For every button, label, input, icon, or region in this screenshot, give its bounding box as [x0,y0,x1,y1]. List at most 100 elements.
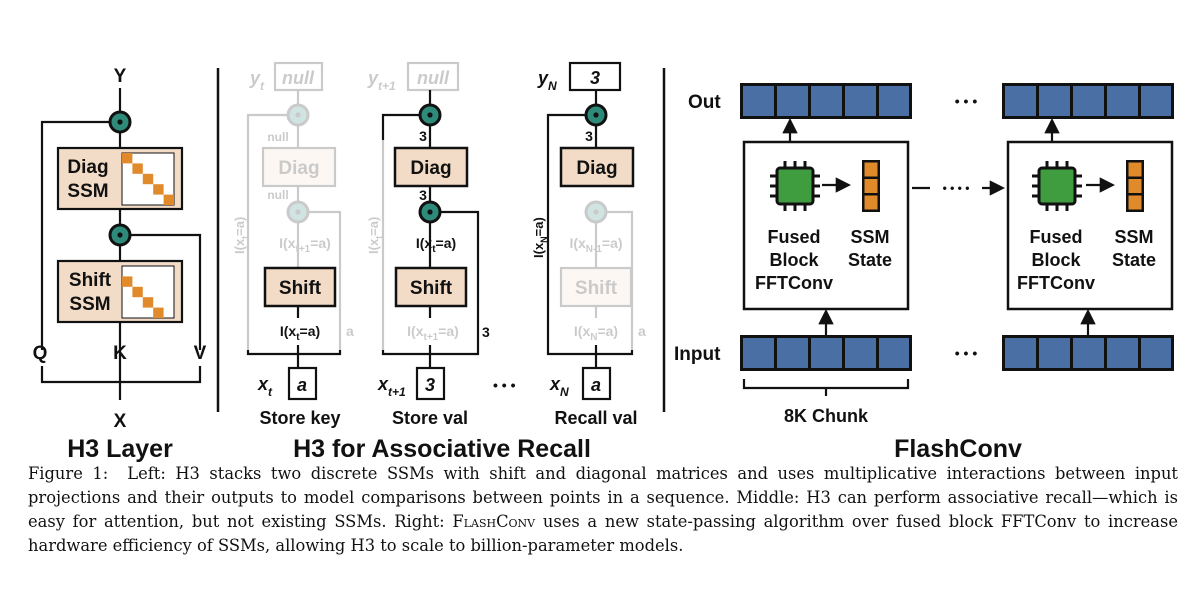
fused-block-box [1006,140,1174,311]
a-label: a [638,323,646,339]
store-val-column: null yt+1 I(xt=a) I(xt+1=a) Diag [366,61,490,428]
caption-text: Left: H3 stacks two discrete SSMs with s… [28,464,1178,531]
input-label: Input [674,344,721,365]
value-3-label: 3 [585,128,593,144]
diag-label: Diag [410,158,451,179]
fused-label: FFTConv [755,273,833,293]
recall-val-caption: Recall val [554,408,637,428]
ellipsis: • • • [493,377,516,393]
multiply-node-icon [418,103,442,127]
x-value: a [591,375,601,395]
value-3-label: 3 [419,128,427,144]
shift-label: Shift [410,278,453,299]
multiply-node-icon [584,103,608,127]
y-label: yN [537,68,557,93]
diag-label: Diag [576,158,617,179]
input-x-label: X [114,411,127,432]
state-passing-dots: • • • • [943,181,970,195]
assoc-recall-title: H3 for Associative Recall [293,435,591,463]
shift-ssm-label: SSM [69,294,110,315]
caption-label: Figure 1: [28,464,109,483]
recall-val-column: Shift I(xN-1=a) I(xN=a) a 3 yN [531,61,646,428]
ssm-state-label: State [848,250,892,270]
indicator-label: I(xt+1=a) [279,235,331,255]
assoc-recall-panel: null yt Diag null null I(xt+1=a) I(xt=a) [232,61,646,463]
shift-ssm-label: Shift [69,270,112,291]
value-3-label: 3 [482,324,490,340]
diag-matrix-icon [121,152,175,206]
diag-block [559,146,635,188]
output-y-label: Y [114,66,127,87]
y-label: yt+1 [367,68,396,93]
indicator-label: I(xN-1=a) [569,235,622,255]
h3-layer-title: H3 Layer [67,435,173,463]
x-value-box [287,366,318,401]
q-label: Q [33,343,48,364]
caption-text: uses a new state-passing algorithm over … [28,512,1178,555]
fused-label: Block [769,250,819,270]
state-stack-icon [1126,160,1144,212]
indicator-label: I(xN=a) [574,323,618,343]
k-label: K [113,343,127,364]
diag-ssm-label: SSM [67,181,108,202]
input-tiles-right [1002,335,1174,371]
ssm-state-label: SSM [1114,227,1153,247]
diag-label: Diag [278,158,319,179]
caption-flashconv: FlashConv [452,512,536,531]
ellipsis: • • • [955,345,978,361]
store-key-caption: Store key [259,408,340,428]
x-label: xt+1 [377,374,406,399]
ellipsis: • • • [955,93,978,109]
store-key-column: null yt Diag null null I(xt+1=a) I(xt=a) [232,61,354,428]
flashconv-panel: Out Input • • • • • • • • • • Fused Bloc [674,83,1174,463]
x-value-box [415,366,446,401]
chip-icon [1030,159,1084,213]
out-tiles-right [1002,83,1174,119]
fused-label: Fused [767,227,820,247]
x-value: 3 [425,375,435,395]
state-stack-icon [862,160,880,212]
diag-block [393,146,469,188]
indicator-label: I(xt+1=a) [407,323,459,343]
figure-caption: Figure 1: Left: H3 stacks two discrete S… [28,462,1178,558]
chunk-label: 8K Chunk [784,406,869,426]
x-value-box [581,366,612,401]
a-label: a [346,323,354,339]
fused-label: Block [1031,250,1081,270]
indicator-label: I(xt=a) [280,323,320,343]
value-3-label: 3 [419,187,427,203]
ssm-state-label: SSM [850,227,889,247]
y-null-value: null [417,68,450,88]
x-value: a [297,375,307,395]
shift-label: Shift [575,278,618,299]
out-tiles-left [740,83,912,119]
v-label: V [194,343,207,364]
y-label: yt [249,68,265,93]
multiply-node-icon [418,200,442,224]
multiply-node-icon [108,110,132,134]
side-indicator-label: I(xN=a) [531,217,549,258]
y-value: 3 [590,68,600,88]
flashconv-title: FlashConv [894,435,1022,463]
multiply-node-icon [108,223,132,247]
ssm-state-label: State [1112,250,1156,270]
store-val-caption: Store val [392,408,468,428]
null-label: null [267,130,288,144]
h3-layer-panel: Diag SSM Shift SSM Y Q K V X H3 Layer [33,66,207,463]
shift-matrix-icon [121,265,175,319]
input-tiles-left [740,335,912,371]
shift-block [263,266,337,308]
x-label: xt [257,374,273,399]
fused-label: Fused [1029,227,1082,247]
shift-block [394,266,468,308]
fused-label: FFTConv [1017,273,1095,293]
diag-ssm-label: Diag [67,157,108,178]
side-indicator-label: I(xt=a) [366,217,384,254]
fused-block-box [742,140,910,311]
chip-icon [768,159,822,213]
side-indicator-label: I(xt=a) [232,217,250,254]
indicator-label: I(xt=a) [416,235,456,255]
out-label: Out [688,92,721,113]
null-label: null [267,188,288,202]
